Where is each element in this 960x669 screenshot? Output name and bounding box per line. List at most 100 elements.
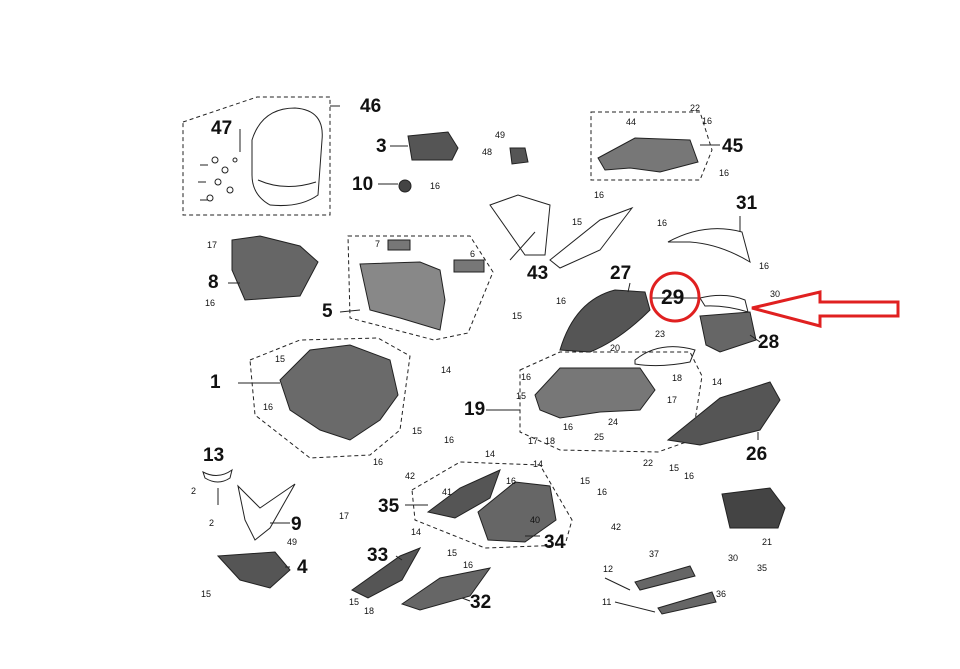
label-17c: 17 bbox=[528, 436, 539, 446]
group-outline-19 bbox=[519, 351, 703, 453]
part-5-inner-panel bbox=[359, 261, 446, 331]
label-19: 19 bbox=[464, 399, 486, 420]
label-44: 44 bbox=[626, 117, 637, 127]
label-10: 10 bbox=[352, 174, 374, 195]
label-27: 27 bbox=[610, 263, 632, 284]
label-15e: 15 bbox=[516, 391, 527, 401]
label-32: 32 bbox=[470, 592, 492, 613]
part-19-frame-cover bbox=[534, 367, 656, 419]
label-13: 13 bbox=[203, 445, 225, 466]
leader-lines bbox=[217, 105, 761, 602]
label-15h: 15 bbox=[447, 548, 458, 558]
label-15j: 15 bbox=[349, 597, 360, 607]
part-13-strip bbox=[202, 468, 233, 483]
part-46-windshield bbox=[251, 107, 323, 206]
label-16m: 16 bbox=[684, 471, 695, 481]
label-16b: 16 bbox=[702, 116, 713, 126]
label-16a: 16 bbox=[430, 181, 441, 191]
label-46: 46 bbox=[360, 96, 382, 117]
label-40: 40 bbox=[530, 515, 541, 525]
label-16f: 16 bbox=[759, 261, 770, 271]
label-17d: 17 bbox=[339, 511, 350, 521]
part-34-floor-panel bbox=[477, 481, 557, 543]
label-17b: 17 bbox=[667, 395, 678, 405]
part-36-strip bbox=[657, 591, 717, 615]
label-15d: 15 bbox=[412, 426, 423, 436]
label-37: 37 bbox=[649, 549, 660, 559]
part-35-floor bbox=[426, 469, 501, 519]
label-17a: 17 bbox=[207, 240, 218, 250]
part-4-under-cover bbox=[216, 551, 291, 589]
part-8-panel bbox=[231, 235, 319, 301]
label-47: 47 bbox=[211, 118, 233, 139]
label-30b: 30 bbox=[728, 553, 739, 563]
label-2b: 2 bbox=[209, 518, 215, 528]
part-9-center-cover bbox=[237, 483, 296, 541]
label-42b: 42 bbox=[611, 522, 622, 532]
label-35: 35 bbox=[378, 496, 400, 517]
label-16n: 16 bbox=[444, 435, 455, 445]
label-3: 3 bbox=[376, 136, 387, 157]
part-31-cover bbox=[667, 228, 751, 264]
label-14e: 14 bbox=[411, 527, 422, 537]
part-45-cover bbox=[597, 137, 699, 173]
label-16e: 16 bbox=[657, 218, 668, 228]
part-10-grommet bbox=[398, 179, 412, 193]
part-11-rod bbox=[614, 601, 656, 613]
label-20: 20 bbox=[610, 343, 621, 353]
label-16p: 16 bbox=[506, 476, 517, 486]
label-15b: 15 bbox=[512, 311, 523, 321]
label-30a: 30 bbox=[770, 289, 781, 299]
group-outline-45 bbox=[590, 111, 713, 181]
label-16c: 16 bbox=[719, 168, 730, 178]
group-outline-1 bbox=[249, 337, 411, 459]
label-16i: 16 bbox=[263, 402, 274, 412]
part-3-box bbox=[407, 131, 459, 161]
part-23-mat bbox=[634, 346, 696, 367]
label-14a: 14 bbox=[441, 365, 452, 375]
label-48: 48 bbox=[482, 147, 493, 157]
part-48-clip bbox=[509, 147, 529, 165]
label-25: 25 bbox=[594, 432, 605, 442]
label-16o: 16 bbox=[597, 487, 608, 497]
label-15f: 15 bbox=[669, 463, 680, 473]
label-35b: 35 bbox=[757, 563, 768, 573]
part-37-strip bbox=[634, 565, 696, 591]
label-2a: 2 bbox=[191, 486, 197, 496]
label-16d: 16 bbox=[594, 190, 605, 200]
label-7: 7 bbox=[375, 239, 381, 249]
label-16g: 16 bbox=[205, 298, 216, 308]
label-11: 11 bbox=[602, 597, 612, 607]
label-15a: 15 bbox=[572, 217, 583, 227]
label-18c: 18 bbox=[364, 606, 375, 616]
label-16h: 16 bbox=[556, 296, 567, 306]
label-15c: 15 bbox=[275, 354, 286, 364]
label-49a: 49 bbox=[495, 130, 506, 140]
label-22b: 22 bbox=[643, 458, 654, 468]
label-14c: 14 bbox=[485, 449, 496, 459]
group-outline-46-47 bbox=[182, 96, 331, 216]
label-4: 4 bbox=[297, 557, 308, 578]
label-43: 43 bbox=[527, 263, 549, 284]
label-9: 9 bbox=[291, 514, 302, 535]
label-49b: 49 bbox=[287, 537, 298, 547]
label-22: 22 bbox=[690, 103, 701, 113]
part-27-cover bbox=[559, 289, 651, 353]
label-16l: 16 bbox=[563, 422, 574, 432]
part-28-cover bbox=[699, 311, 757, 353]
part-21-battery-box bbox=[721, 487, 786, 529]
part-12-rod bbox=[604, 577, 631, 591]
part-33-panel bbox=[351, 547, 422, 599]
label-16j: 16 bbox=[373, 457, 384, 467]
label-26: 26 bbox=[746, 444, 768, 465]
highlight-circle bbox=[649, 271, 701, 323]
label-5: 5 bbox=[322, 301, 333, 322]
label-14b: 14 bbox=[712, 377, 723, 387]
label-16q: 16 bbox=[463, 560, 474, 570]
part-43-panel bbox=[489, 194, 551, 256]
label-31: 31 bbox=[736, 193, 758, 214]
part-32-panel bbox=[400, 567, 492, 611]
label-45: 45 bbox=[722, 136, 744, 157]
label-28: 28 bbox=[758, 332, 780, 353]
